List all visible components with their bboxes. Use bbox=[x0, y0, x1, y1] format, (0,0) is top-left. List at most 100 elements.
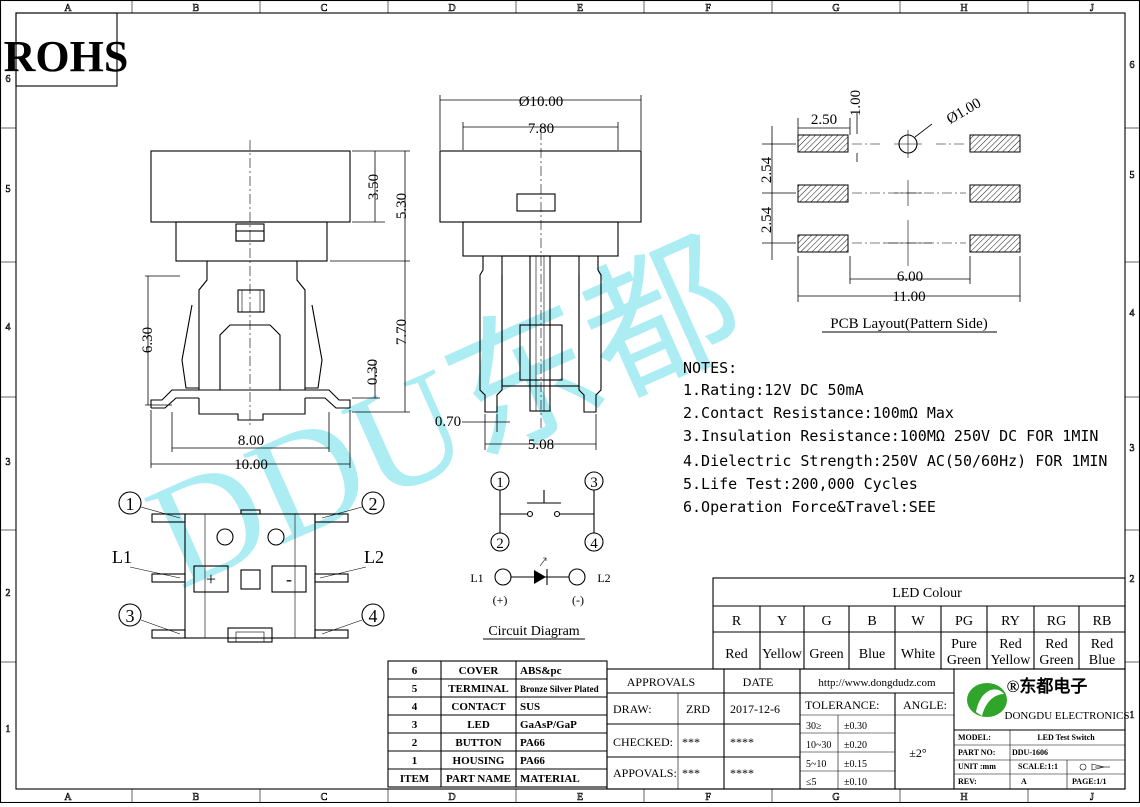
company-en: DONGDU ELECTRONICS bbox=[1005, 710, 1130, 722]
checked-label: CHECKED: bbox=[613, 735, 673, 749]
tolerance-range: ≤5 bbox=[806, 777, 817, 788]
bom-item: 3 bbox=[412, 719, 418, 731]
led-name: Yellow bbox=[991, 653, 1032, 668]
appoval-date: **** bbox=[730, 766, 754, 780]
frame-row-right-6: 6 bbox=[1130, 60, 1135, 71]
bom-material: PA66 bbox=[520, 737, 545, 749]
note-2: 2.Contact Resistance:100mΩ Max bbox=[683, 404, 954, 422]
part-key: PART NO: bbox=[958, 748, 995, 757]
led-name: Yellow bbox=[762, 647, 803, 662]
bom-item: 4 bbox=[412, 701, 418, 713]
pcb-pad bbox=[797, 234, 849, 253]
frame-col-bottom-H: H bbox=[960, 792, 967, 803]
title-block: APPROVALS DATE http://www.dongdudz.com D… bbox=[606, 668, 1130, 790]
dim-total-h: 7.70 bbox=[394, 319, 410, 345]
led-code-RG: RG bbox=[1047, 614, 1066, 629]
frame-row-right-3: 3 bbox=[1130, 443, 1135, 454]
tolerance-label: TOLERANCE: bbox=[805, 698, 879, 712]
dim-inner: 6.00 bbox=[897, 269, 923, 285]
pcb-caption: PCB Layout(Pattern Side) bbox=[830, 316, 988, 332]
dim-pitch-2: 2.54 bbox=[759, 206, 775, 233]
appoval-by: *** bbox=[682, 766, 700, 780]
bom-part-name: BUTTON bbox=[455, 737, 501, 749]
tolerance-range: 10~30 bbox=[806, 740, 831, 751]
pin-view: 1 2 3 4 L1 L2 + - bbox=[112, 491, 385, 643]
pcb-pad bbox=[797, 134, 849, 153]
tolerance-value: ±0.30 bbox=[844, 721, 867, 732]
led-table-title: LED Colour bbox=[892, 586, 962, 601]
frame-row-right-1: 1 bbox=[1130, 710, 1135, 721]
led-code-RY: RY bbox=[1001, 614, 1020, 629]
rev-key: REV: bbox=[958, 777, 977, 786]
led-code-W: W bbox=[911, 614, 925, 629]
frame-col-bottom-C: C bbox=[321, 792, 328, 803]
dim-pitch-1: 2.54 bbox=[759, 156, 775, 183]
pcb-layout: 2.50 1.00 Ø1.00 2.54 2.54 6.00 11.00 PCB… bbox=[759, 90, 1021, 333]
frame-row-5: 5 bbox=[6, 184, 11, 195]
circuit-minus: (-) bbox=[572, 593, 584, 607]
led-colour-table: LED Colour RRedYYellowGGreenBBlueWWhiteP… bbox=[712, 577, 1126, 670]
bom-material: PA66 bbox=[520, 755, 545, 767]
dim-pad-w: 2.50 bbox=[811, 112, 837, 128]
frame-col-bottom-F: F bbox=[705, 792, 711, 803]
draw-label: DRAW: bbox=[613, 702, 652, 716]
frame-row-1: 1 bbox=[6, 724, 11, 735]
appoval-label: APPOVALS: bbox=[613, 766, 677, 780]
draw-date: 2017-12-6 bbox=[730, 702, 780, 716]
dim-body-h: 6.30 bbox=[140, 327, 156, 353]
frame-col-G: G bbox=[832, 3, 839, 14]
dim-lead-w: 0.70 bbox=[435, 414, 461, 430]
frame-col-D: D bbox=[448, 3, 455, 14]
pin-plus: + bbox=[206, 569, 216, 589]
bom-item: 6 bbox=[412, 665, 418, 677]
rev-value: A bbox=[1021, 777, 1027, 786]
angle-label: ANGLE: bbox=[903, 698, 947, 712]
page-value: PAGE:1/1 bbox=[1072, 777, 1107, 786]
dim-pitch: 5.08 bbox=[528, 437, 554, 453]
svg-text:ROHS: ROHS bbox=[4, 32, 129, 81]
frame-row-2: 2 bbox=[6, 588, 11, 599]
bom-material: SUS bbox=[520, 701, 540, 713]
frame-row-right-5: 5 bbox=[1130, 170, 1135, 181]
dim-lead-t: 0.30 bbox=[365, 359, 381, 385]
led-name: Blue bbox=[1089, 653, 1115, 668]
dim-hole: Ø1.00 bbox=[944, 95, 984, 127]
date-header: DATE bbox=[743, 675, 774, 689]
frame-col-bottom-D: D bbox=[448, 792, 455, 803]
dim-width: 10.00 bbox=[234, 457, 268, 473]
bom-part-name: TERMINAL bbox=[448, 683, 509, 695]
pin-label-4: 4 bbox=[369, 606, 378, 626]
led-name: Green bbox=[1039, 653, 1073, 668]
approvals-header: APPROVALS bbox=[627, 675, 695, 689]
front-view bbox=[150, 140, 351, 428]
dim-outer: 11.00 bbox=[892, 289, 925, 305]
frame-col-H: H bbox=[960, 3, 967, 14]
circuit-caption: Circuit Diagram bbox=[488, 624, 579, 639]
checked-date: **** bbox=[730, 735, 754, 749]
pin-label-3: 3 bbox=[126, 606, 135, 626]
pcb-pad bbox=[969, 184, 1021, 203]
bom-item: 5 bbox=[412, 683, 418, 695]
tolerance-value: ±0.15 bbox=[844, 759, 867, 770]
pcb-pad bbox=[969, 134, 1021, 153]
note-3: 3.Insulation Resistance:100MΩ 250V DC FO… bbox=[683, 427, 1098, 445]
led-name: White bbox=[901, 647, 935, 662]
frame-col-bottom-G: G bbox=[832, 792, 839, 803]
note-6: 6.Operation Force&Travel:SEE bbox=[683, 498, 936, 516]
bom-item: ITEM bbox=[400, 773, 430, 785]
dim-pin-span: 8.00 bbox=[238, 433, 264, 449]
model-key: MODEL: bbox=[958, 733, 991, 742]
led-name: Red bbox=[1045, 637, 1068, 652]
dim-dia: Ø10.00 bbox=[519, 94, 564, 110]
circuit-l1: L1 bbox=[470, 571, 483, 585]
led-name: Red bbox=[1091, 637, 1114, 652]
frame-col-A: A bbox=[64, 3, 72, 14]
bom-part-name: PART NAME bbox=[446, 773, 511, 785]
frame-row-4: 4 bbox=[6, 322, 11, 333]
circuit-l2: L2 bbox=[597, 571, 610, 585]
circuit-pin-2: 2 bbox=[496, 536, 504, 552]
side-view-dims: Ø10.00 7.80 0.70 5.08 bbox=[435, 94, 642, 453]
